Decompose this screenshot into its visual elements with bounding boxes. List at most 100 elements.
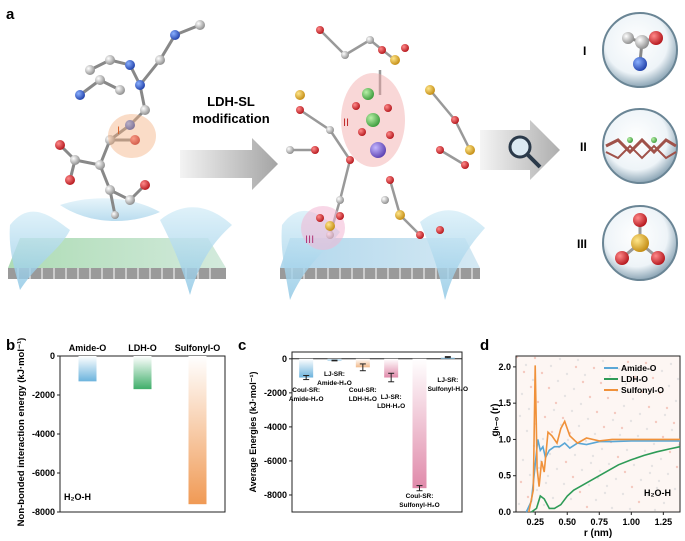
background-particle [577, 424, 581, 428]
background-particle [669, 362, 673, 366]
bar-sulfonyl-o [188, 356, 207, 505]
background-particle [670, 428, 674, 432]
y-tick-label: 1.0 [498, 434, 511, 444]
background-particle [659, 457, 663, 461]
background-particle [626, 360, 630, 364]
x-tick-label: 0.75 [591, 517, 609, 527]
background-particle [541, 437, 545, 441]
background-particle [662, 501, 666, 505]
background-particle [625, 448, 629, 452]
y-tick-label: 0.5 [498, 471, 511, 481]
background-particle [648, 471, 652, 475]
background-particle [616, 455, 620, 459]
background-particle [622, 404, 626, 408]
background-particle [593, 432, 597, 436]
background-particle [655, 486, 659, 490]
background-particle [570, 409, 574, 413]
background-particle [546, 474, 550, 478]
background-particle [576, 358, 580, 362]
background-particle [564, 460, 568, 464]
background-particle [667, 384, 671, 388]
zoom-bubble-iii [602, 205, 678, 281]
y-tick-label: -6000 [264, 456, 287, 466]
background-particle [613, 411, 617, 415]
left-molecule-atoms [55, 20, 205, 219]
series-line-ldh-o [530, 445, 681, 513]
background-particle [522, 370, 526, 374]
background-particle [618, 433, 622, 437]
background-particle [637, 500, 641, 504]
background-particle [572, 387, 576, 391]
background-particle [605, 484, 609, 488]
y-tick-label: 2.0 [498, 362, 511, 372]
background-particle [589, 461, 593, 465]
background-particle [520, 392, 524, 396]
magnifier-icon [508, 135, 532, 159]
arrow-text-line1: LDH-SL [207, 94, 255, 109]
ldh-metal-atom [370, 142, 386, 158]
legend-label: LDH-O [621, 374, 648, 384]
background-particle [569, 497, 573, 501]
plot-frame [291, 351, 463, 513]
zoom-label-iii: III [577, 237, 587, 251]
background-particle [521, 458, 525, 462]
background-particle [644, 361, 648, 365]
category-label: Coul-SR: [292, 387, 320, 394]
background-particle [598, 469, 602, 473]
background-particle [646, 493, 650, 497]
panel-a: a [6, 6, 678, 300]
background-particle [631, 397, 635, 401]
legend-label: Sulfonyl-O [621, 385, 664, 395]
y-tick-label: -6000 [32, 468, 55, 478]
background-particle [573, 453, 577, 457]
background-particle [524, 363, 528, 367]
background-particle [585, 505, 589, 509]
background-particle [661, 435, 665, 439]
background-particle [608, 374, 612, 378]
background-particle [658, 391, 662, 395]
background-particle [595, 410, 599, 414]
background-particle [645, 427, 649, 431]
y-tick-label: 0.0 [498, 507, 511, 517]
y-tick-label: 1.5 [498, 398, 511, 408]
panel-c-chart: 0-2000-4000-6000-8000Coul-SR:Amide-H₂OLJ… [264, 351, 468, 513]
background-particle [588, 395, 592, 399]
background-particle [672, 421, 676, 425]
series-line-amide-o [525, 439, 680, 513]
background-particle [547, 386, 551, 390]
panel-c-label: c [238, 337, 246, 354]
bar [327, 358, 342, 361]
background-particle [653, 508, 657, 512]
background-particle [624, 382, 628, 386]
background-particle [617, 367, 621, 371]
background-particle [628, 507, 632, 511]
bar-amide-o [78, 356, 97, 382]
category-label: LDH-O [128, 343, 157, 353]
background-particle [610, 506, 614, 510]
x-tick-label: 1.00 [623, 517, 641, 527]
category-label: Amide-O [69, 343, 107, 353]
background-particle [629, 419, 633, 423]
background-particle [599, 381, 603, 385]
category-label: Sulfonyl-H₂O [428, 386, 468, 393]
background-particle [614, 477, 618, 481]
zoom-label-ii: II [580, 140, 587, 154]
background-particle [533, 356, 537, 360]
background-particle [561, 416, 565, 420]
background-particle [544, 481, 548, 485]
category-label: Coul-SR: [349, 387, 377, 394]
background-particle [519, 480, 523, 484]
y-tick-label: -8000 [264, 490, 287, 500]
zoom-bubble-ii [602, 108, 678, 184]
panel-b-label: b [6, 337, 15, 354]
panel-b-ylabel: Non-bonded interaction energy (kJ·mol⁻¹) [16, 338, 27, 527]
y-tick-label: 0 [282, 354, 287, 364]
background-particle [587, 483, 591, 487]
background-particle [660, 369, 664, 373]
background-particle [623, 470, 627, 474]
background-particle [675, 465, 679, 469]
panel-c-ylabel: Average Energies (kJ·mol⁻¹) [248, 372, 258, 493]
background-particle [663, 413, 667, 417]
